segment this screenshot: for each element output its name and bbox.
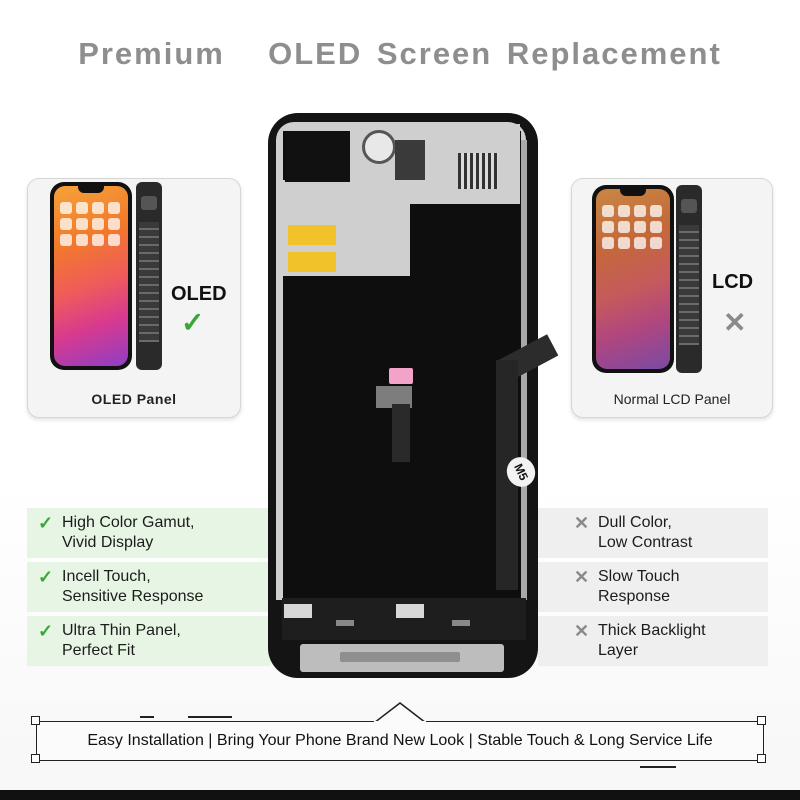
cross-icon: ✕ bbox=[723, 307, 747, 338]
check-icon: ✓ bbox=[38, 513, 54, 533]
cross-icon: ✕ bbox=[574, 513, 590, 533]
chip bbox=[396, 604, 424, 618]
bottom-edge bbox=[0, 790, 800, 800]
title-rest: OLED Screen Replacement bbox=[268, 36, 722, 71]
lcd-phone-screen bbox=[596, 189, 670, 369]
lcd-comparison-card: LCD ✕ Normal LCD Panel bbox=[571, 178, 773, 418]
sensor-bracket bbox=[395, 140, 425, 180]
qr-code-label bbox=[458, 153, 498, 189]
oled-comparison-card: OLED ✓ OLED Panel bbox=[27, 178, 241, 418]
oled-feature-band bbox=[27, 508, 271, 558]
oled-phone-image bbox=[50, 182, 132, 370]
oled-phone-screen bbox=[54, 186, 128, 366]
lcd-logic-board-image bbox=[676, 185, 702, 373]
feature-banner: Easy Installation | Bring Your Phone Bra… bbox=[36, 721, 764, 761]
camera-bracket bbox=[362, 130, 396, 164]
pink-tab bbox=[389, 368, 413, 384]
oled-tag: OLED bbox=[171, 283, 227, 305]
title-word-premium: Premium bbox=[78, 36, 225, 71]
banner-notch bbox=[374, 702, 426, 724]
lcd-tag: LCD bbox=[712, 271, 754, 293]
banner-text: Easy Installation | Bring Your Phone Bra… bbox=[87, 732, 713, 749]
flex-connector bbox=[376, 386, 412, 408]
app-icons bbox=[602, 205, 668, 249]
lcd-feature-band bbox=[538, 616, 768, 666]
flex-cable bbox=[392, 404, 410, 462]
chip bbox=[284, 604, 312, 618]
metal-frame-left bbox=[276, 140, 286, 600]
check-icon: ✓ bbox=[38, 621, 54, 641]
oled-logic-board-image bbox=[136, 182, 162, 370]
check-icon: ✓ bbox=[181, 307, 205, 338]
lcd-phone-image bbox=[592, 185, 674, 373]
oled-panel-caption: OLED Panel bbox=[91, 391, 177, 407]
lcd-feature-band bbox=[538, 508, 768, 558]
yellow-tape bbox=[288, 225, 336, 245]
lcd-panel-caption: Normal LCD Panel bbox=[613, 391, 731, 407]
oled-feature-band bbox=[27, 616, 271, 666]
cross-icon: ✕ bbox=[574, 567, 590, 587]
check-icon: ✓ bbox=[38, 567, 54, 587]
page-title: Premium OLED Screen Replacement bbox=[0, 36, 800, 72]
yellow-tape bbox=[288, 252, 336, 272]
cross-icon: ✕ bbox=[574, 621, 590, 641]
app-icons bbox=[60, 202, 126, 246]
lcd-feature-band bbox=[538, 562, 768, 612]
oled-feature-band bbox=[27, 562, 271, 612]
